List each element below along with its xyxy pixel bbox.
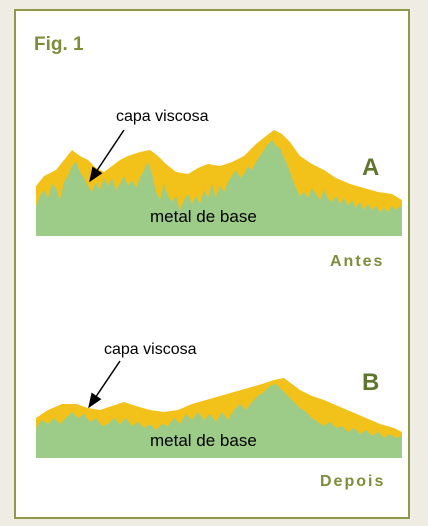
base-metal-a (36, 140, 402, 236)
panel-letter-a: A (362, 154, 379, 181)
callout-arrow-b (88, 360, 121, 409)
caption-after: Depois (320, 473, 385, 490)
base-metal-label-b: metal de base (150, 431, 257, 450)
base-metal-label-a: metal de base (150, 207, 257, 226)
panel-letter-b: B (362, 369, 379, 396)
panel-b: metal de base capa viscosa B Depois (36, 341, 402, 490)
panel-a: metal de base capa viscosa A Antes (36, 108, 402, 270)
figure-title: Fig. 1 (34, 34, 84, 55)
caption-before: Antes (330, 253, 384, 270)
callout-arrow-a (89, 129, 125, 183)
callout-label-a: capa viscosa (116, 108, 209, 125)
base-metal-b (36, 384, 402, 458)
callout-label-b: capa viscosa (104, 341, 197, 358)
